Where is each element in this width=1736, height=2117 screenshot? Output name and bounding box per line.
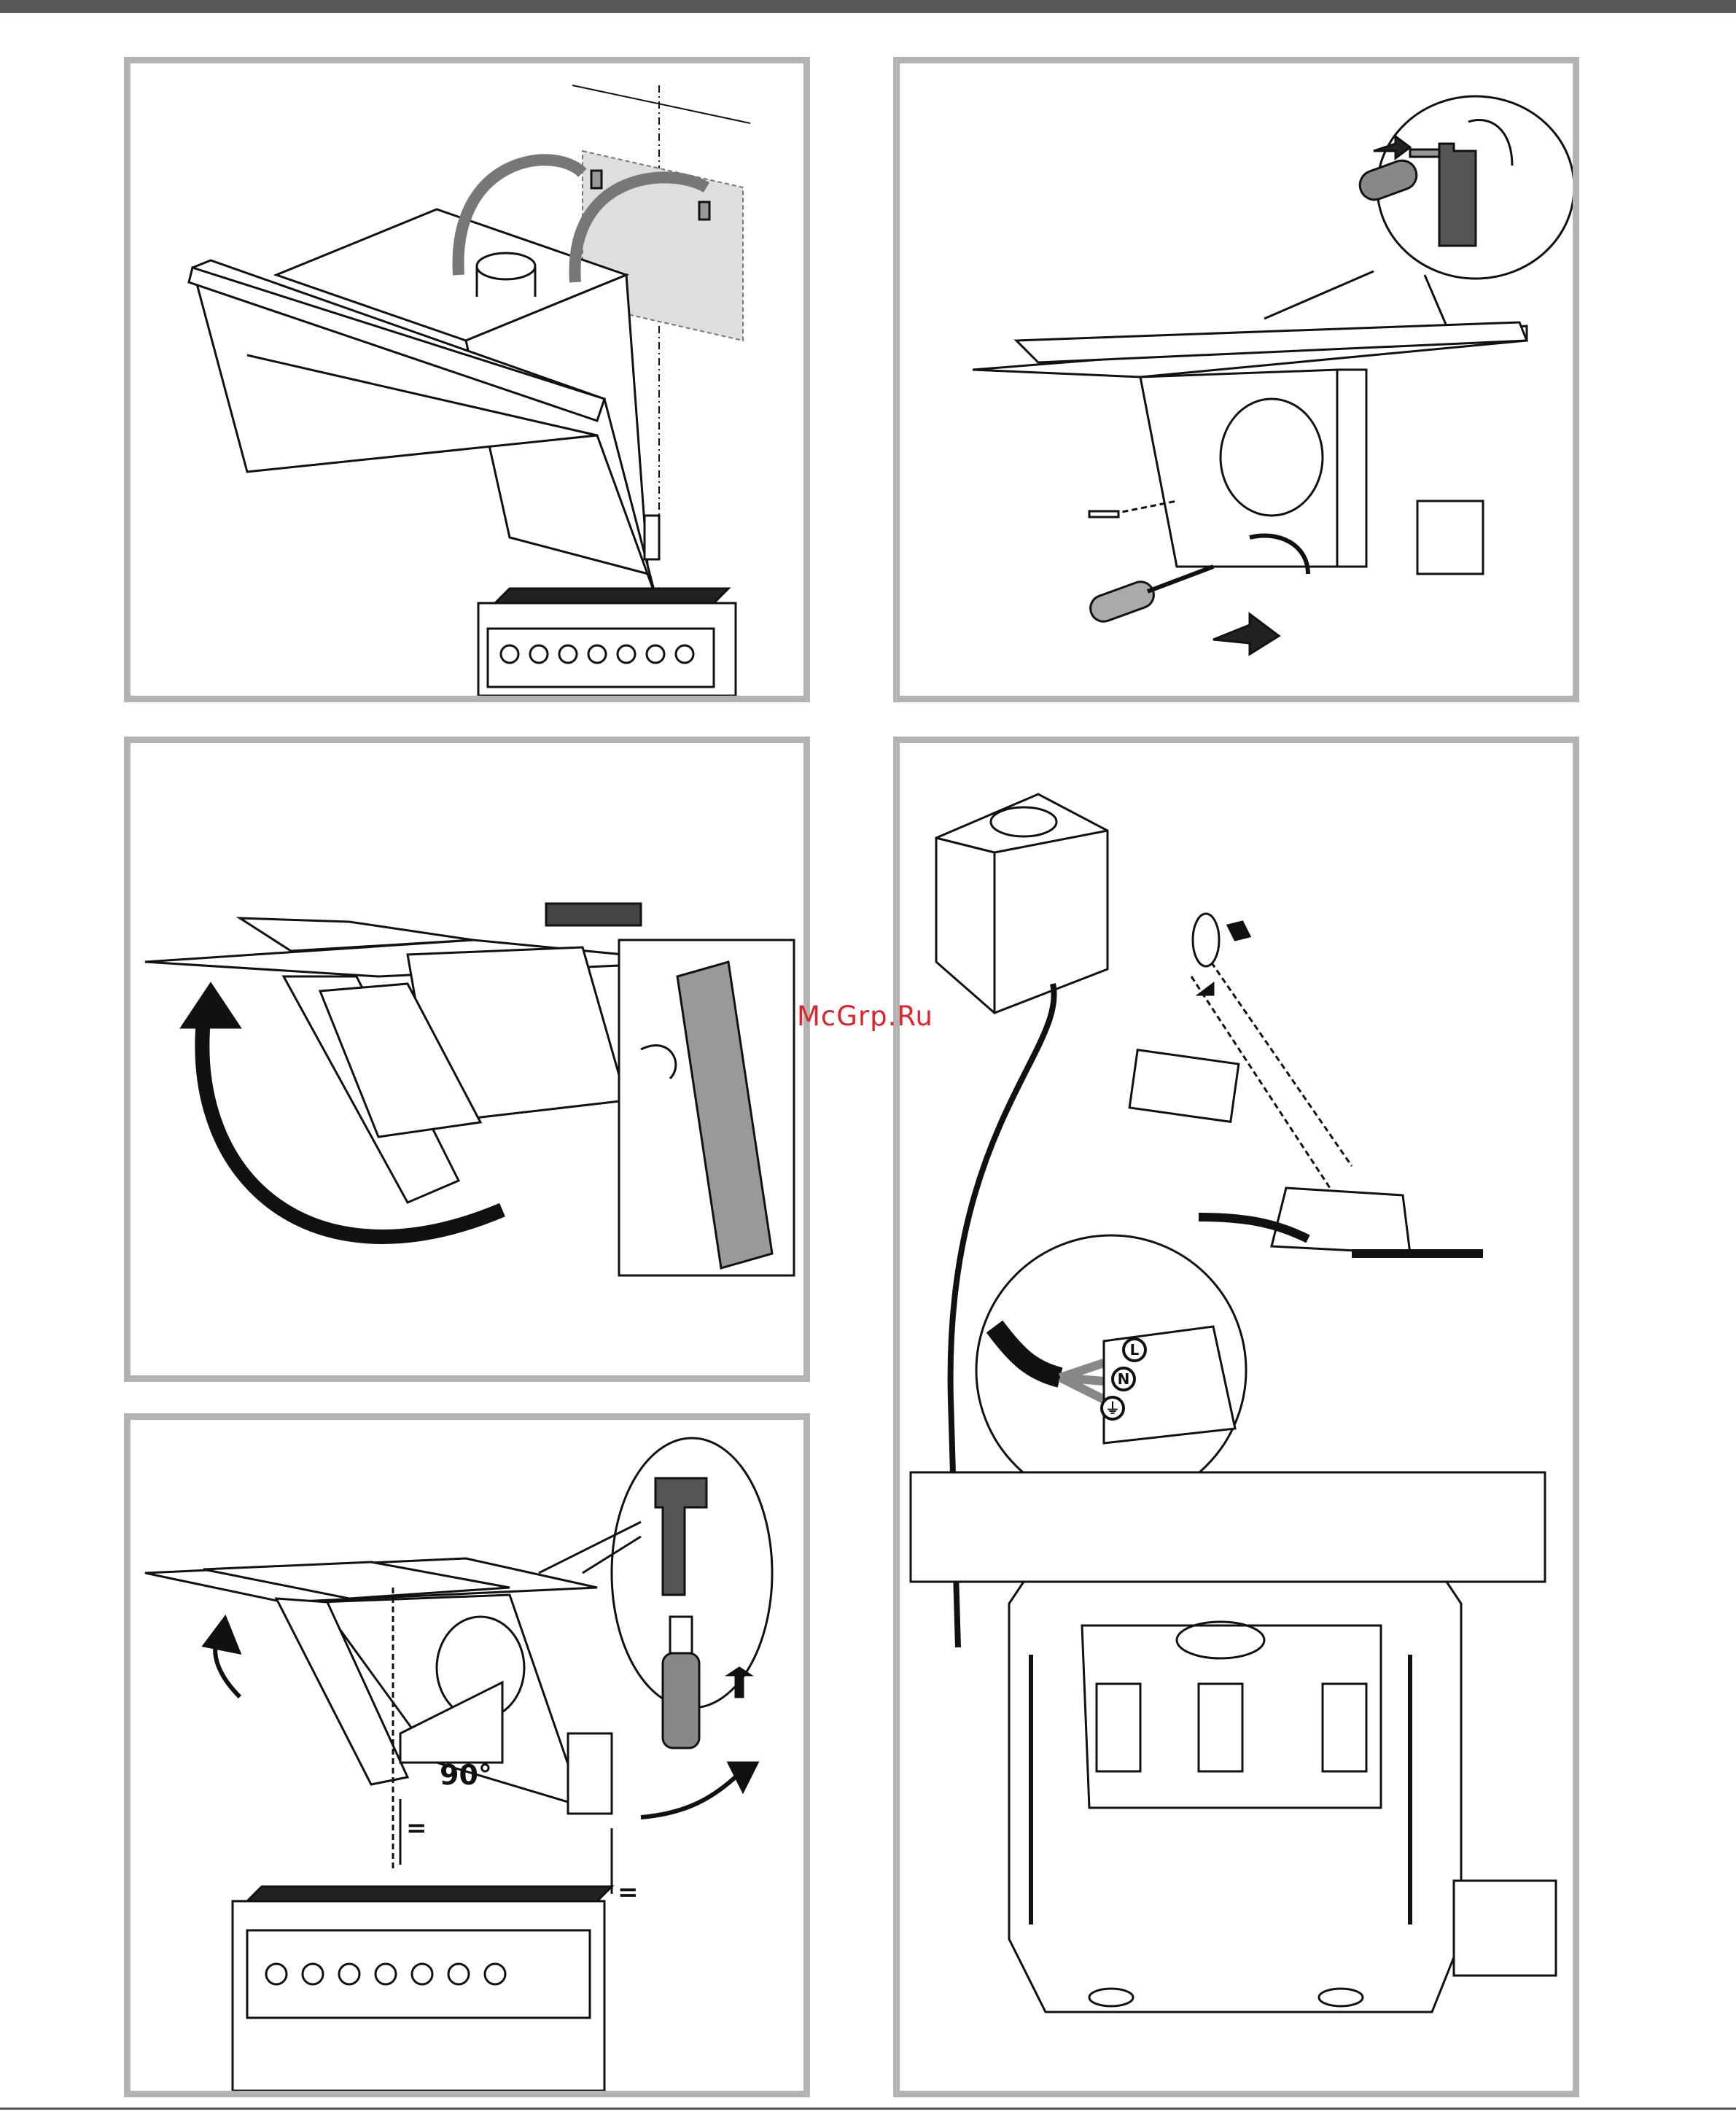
terminal-label-live: L <box>1122 1337 1147 1362</box>
illustration-filter-install <box>131 743 803 1375</box>
step-panel-screw-removal <box>893 57 1579 702</box>
step-panel-wall-mounting <box>124 57 810 702</box>
illustration-hood-screws <box>900 63 1573 696</box>
step-panel-leveling: 90° = = <box>124 1413 810 2097</box>
step-panel-filter-install <box>124 737 810 1382</box>
top-header-bar <box>0 0 1736 13</box>
watermark-text: McGrp.Ru <box>797 1001 933 1032</box>
illustration-hood-leveling <box>131 1420 803 2091</box>
angle-label: 90° <box>440 1759 492 1791</box>
terminal-label-earth: ⏚ <box>1100 1396 1125 1421</box>
equal-distance-right: = <box>618 1878 639 1907</box>
terminal-label-neutral: N <box>1111 1367 1136 1391</box>
illustration-electrical-connection <box>900 743 1573 2091</box>
illustration-hood-wall-mount <box>131 63 803 696</box>
equal-distance-left: = <box>406 1814 427 1843</box>
step-panel-electrical: L N ⏚ <box>893 737 1579 2097</box>
bottom-rule <box>0 2108 1736 2110</box>
